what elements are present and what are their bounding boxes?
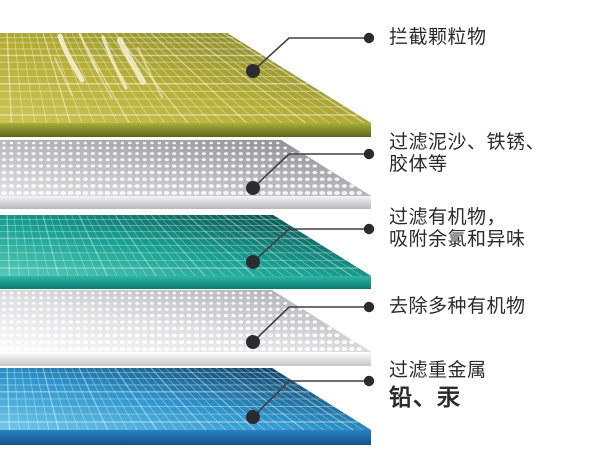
layer-anchor-dot [246,181,260,195]
mesh-streaks [54,33,164,99]
callout-5 [246,375,375,424]
callout-2 [246,148,375,195]
label-anchor-dot [363,375,375,387]
label-anchor-dot [363,32,375,44]
layer-surface-pattern [0,215,362,276]
layer-surface-pattern [0,368,364,430]
label-anchor-dot [363,223,375,235]
label-anchor-dot [363,301,375,313]
filter-layer-5 [0,368,371,445]
layer-surface-pattern [0,33,365,123]
layer-surface-pattern [1,291,363,352]
filter-layer-3 [0,215,371,289]
label-anchor-dot [363,148,375,160]
layer-anchor-dot [246,255,260,269]
layer-anchor-dot [246,335,260,349]
layer-anchor-dot [246,410,260,424]
callout-3 [246,223,375,269]
filter-layer-2 [0,140,371,209]
callout-4 [246,301,375,349]
callout-1 [246,32,375,78]
filter-layer-4 [0,290,371,366]
layer-anchor-dot [246,64,260,78]
filter-layer-1 [0,33,371,137]
